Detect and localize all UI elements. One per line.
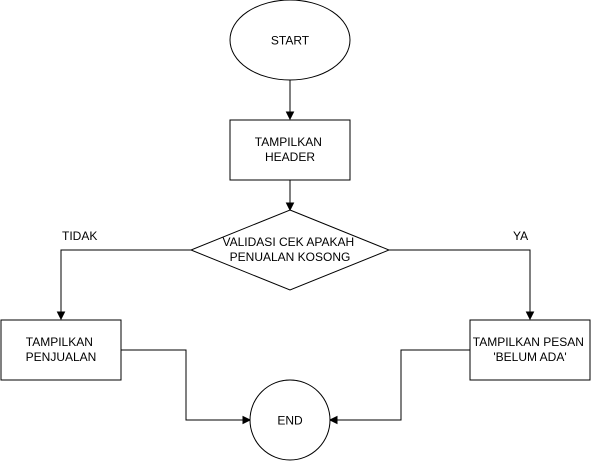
- decision-validasi: VALIDASI CEK APAKAH PENUALAN KOSONG: [189, 209, 391, 291]
- edge-penjualan-to-end: [121, 349, 252, 425]
- svg-text:TAMPILKAN PESAN 'BELUM A: TAMPILKAN PESAN 'BELUM ADA': [473, 335, 587, 364]
- edge-decision-to-penjualan: [56, 249, 191, 321]
- process-tampilkan-penjualan: TAMPILKAN PENJUALAN: [0, 319, 122, 381]
- penjualan-label-line-1: TAMPILKAN: [26, 335, 93, 349]
- edge-pesan-to-end: [328, 349, 470, 425]
- header-label-line-2: HEADER: [265, 150, 315, 164]
- svg-text:TAMPILKAN PENJUALAN: TAMPILKAN PENJUALAN: [26, 335, 97, 364]
- start-node: START: [229, 0, 351, 81]
- edge-label-ya: YA: [513, 229, 528, 243]
- svg-text:TAMPILKAN HEADER: TAMPILKAN HEADER: [255, 135, 325, 164]
- edge-start-to-header: [285, 80, 295, 121]
- penjualan-label-line-2: PENJUALAN: [26, 350, 97, 364]
- decision-label-line-1: VALIDASI CEK APAKAH: [223, 235, 355, 249]
- svg-text:VALIDASI CEK APAKAH PENU: VALIDASI CEK APAKAH PENUALAN KOSONG: [223, 235, 358, 264]
- header-label-line-1: TAMPILKAN: [255, 135, 322, 149]
- end-node: END: [249, 379, 331, 461]
- edge-label-tidak: TIDAK: [62, 229, 97, 243]
- process-tampilkan-pesan: TAMPILKAN PESAN 'BELUM ADA': [469, 319, 591, 381]
- start-label: START: [271, 34, 310, 48]
- pesan-label-line-2: 'BELUM ADA': [493, 350, 566, 364]
- pesan-label-line-1: TAMPILKAN PESAN: [473, 335, 584, 349]
- process-tampilkan-header: TAMPILKAN HEADER: [229, 119, 351, 181]
- end-label: END: [277, 414, 303, 428]
- decision-label-line-2: PENUALAN KOSONG: [230, 250, 351, 264]
- edge-decision-to-pesan: [389, 249, 535, 321]
- edge-header-to-decision: [285, 180, 295, 212]
